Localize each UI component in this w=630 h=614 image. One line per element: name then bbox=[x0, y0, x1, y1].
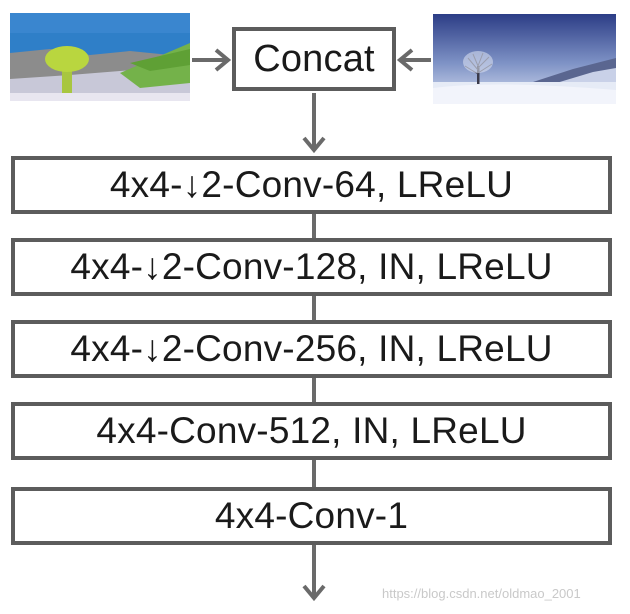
conv-layer-2: 4x4-↓2-Conv-128, IN, LReLU bbox=[11, 238, 612, 296]
left-input-arrowhead bbox=[214, 48, 232, 72]
conv-layer-1: 4x4-↓2-Conv-64, LReLU bbox=[11, 156, 612, 214]
concat-label: Concat bbox=[253, 37, 375, 80]
conv-layer-4: 4x4-Conv-512, IN, LReLU bbox=[11, 402, 612, 460]
downsample-arrow-2: ↓ bbox=[143, 246, 162, 287]
right-input-arrowhead bbox=[396, 48, 414, 72]
layer-2-label: 2-Conv-128, IN, LReLU bbox=[161, 246, 553, 287]
layer-3-label: 2-Conv-256, IN, LReLU bbox=[161, 328, 553, 369]
layer-4-label: 4x4-Conv-512, IN, LReLU bbox=[96, 410, 527, 451]
layer-3-prefix: 4x4- bbox=[70, 328, 144, 369]
conv-layer-3: 4x4-↓2-Conv-256, IN, LReLU bbox=[11, 320, 612, 378]
layer-5-label: 4x4-Conv-1 bbox=[214, 495, 409, 536]
downsample-arrow-1: ↓ bbox=[182, 164, 202, 205]
watermark-text: https://blog.csdn.net/oldmao_2001 bbox=[382, 586, 581, 601]
final-output-arrowhead bbox=[302, 584, 326, 602]
snowy-landscape-image bbox=[433, 14, 616, 104]
downsample-arrow-3: ↓ bbox=[143, 328, 162, 369]
semantic-layout-image bbox=[10, 13, 190, 101]
layer-1-prefix: 4x4- bbox=[109, 164, 183, 205]
concat-output-arrowhead bbox=[302, 136, 326, 154]
concat-node: Concat bbox=[232, 27, 396, 91]
conv-layer-5: 4x4-Conv-1 bbox=[11, 487, 612, 545]
layer-1-label: 2-Conv-64, LReLU bbox=[201, 164, 514, 205]
layer-2-prefix: 4x4- bbox=[70, 246, 144, 287]
